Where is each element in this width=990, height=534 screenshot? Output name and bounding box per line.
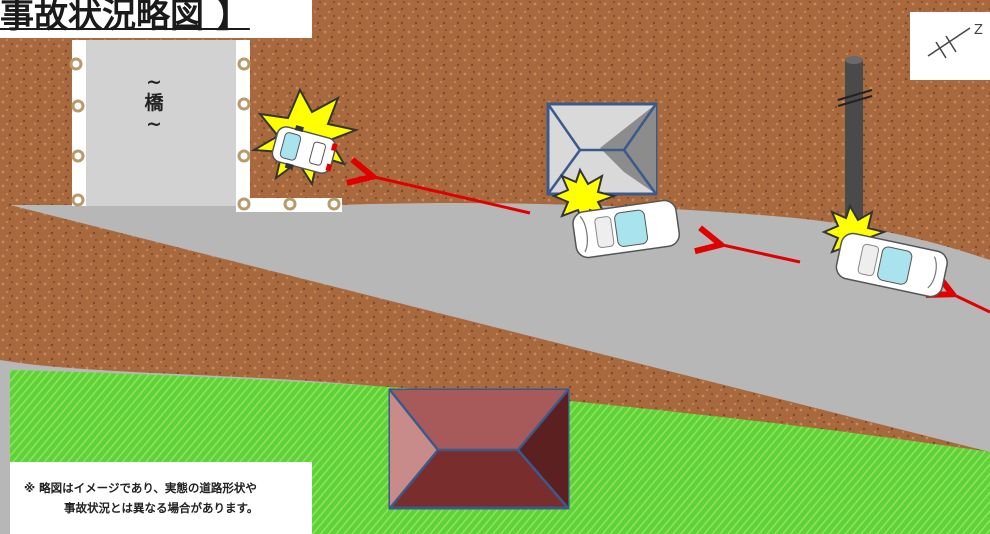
svg-text:Z: Z [974,23,983,38]
disclaimer-line-1: ※ 略図はイメージであり、実態の道路形状や [24,478,257,498]
north-arrow-icon: Z [910,12,990,80]
bridge-label-tilde-top: ~ [144,72,164,93]
page-title: 事故状況略図 】 [0,0,312,38]
bridge-label-text: 橋 [144,93,164,114]
disclaimer-note: ※ 略図はイメージであり、実態の道路形状や 事故状況とは異なる場合があります。 [10,462,312,534]
house-bottom [390,390,568,508]
bridge-label: ~ 橋 ~ [144,72,164,135]
bridge-label-tilde-bottom: ~ [144,114,164,135]
disclaimer-line-2: 事故状況とは異なる場合があります。 [64,498,258,518]
